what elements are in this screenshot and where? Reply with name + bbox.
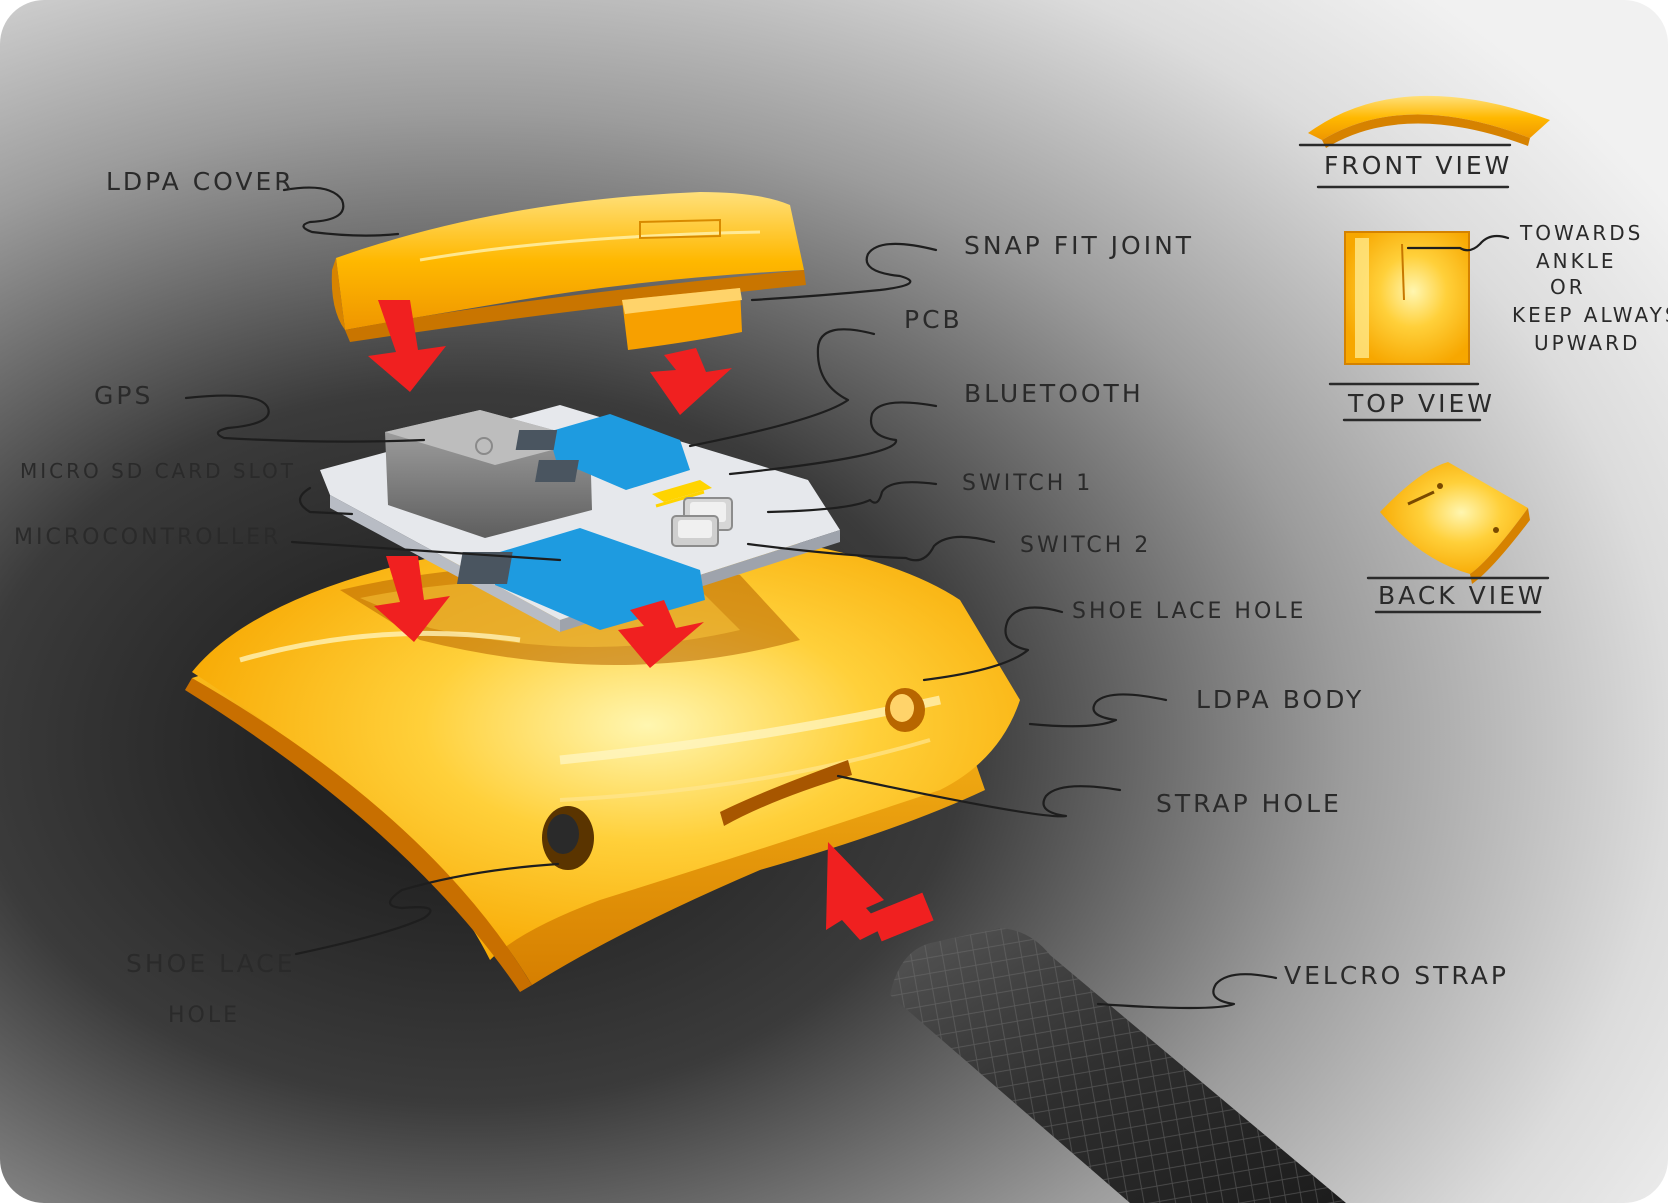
label-top-view-note-4: KEEP ALWAYS [1512,303,1668,327]
label-snap-fit-joint: SNAP FIT JOINT [964,231,1194,260]
label-back-view: BACK VIEW [1378,581,1546,610]
label-micro-sd-card-slot: MICRO SD CARD SLOT [20,459,296,483]
pcb-board-shape [320,405,840,632]
label-top-view-note-5: UPWARD [1534,331,1640,355]
label-shoe-lace-hole-right: SHOE LACE HOLE [1072,599,1306,624]
label-shoe-lace-hole-left-line1: SHOE LACE [126,949,296,978]
label-strap-hole: STRAP HOLE [1156,789,1342,818]
ldpa-cover-shape [331,192,806,350]
back-view-shape [1380,462,1530,584]
label-top-view-note-1: TOWARDS [1519,221,1643,245]
label-top-view: TOP VIEW [1347,389,1495,418]
label-microcontroller: MICROCONTROLLER [14,525,281,550]
label-gps: GPS [94,381,153,410]
label-bluetooth: BLUETOOTH [964,379,1144,408]
label-shoe-lace-hole-left-line2: HOLE [168,1003,240,1028]
label-ldpa-body: LDPA BODY [1196,685,1364,714]
label-ldpa-cover: LDPA COVER [106,167,295,196]
velcro-strap-shape [890,928,1346,1203]
label-pcb: PCB [904,305,963,334]
label-velcro-strap: VELCRO STRAP [1284,961,1509,990]
label-front-view: FRONT VIEW [1324,151,1512,180]
assembly-arrows [368,300,934,942]
label-top-view-note-3: OR [1550,275,1586,299]
leader-lines [184,186,1510,1010]
label-switch-1: SWITCH 1 [962,471,1093,496]
label-top-view-note-2: ANKLE [1536,249,1617,273]
top-view-shape [1344,231,1470,365]
front-view-shape [1308,95,1550,148]
label-switch-2: SWITCH 2 [1020,533,1151,558]
